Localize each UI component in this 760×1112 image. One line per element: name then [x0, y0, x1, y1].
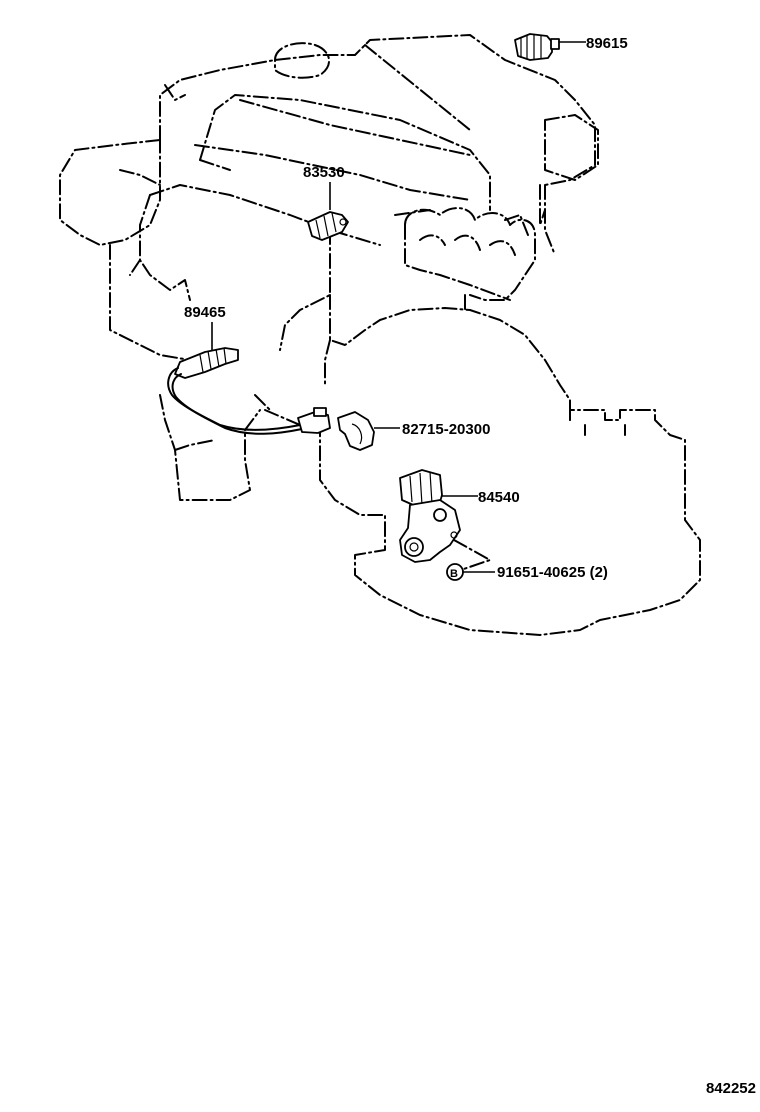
sensor-89615-icon [514, 33, 560, 61]
part-label-83530: 83530 [303, 164, 345, 181]
part-label-89465: 89465 [184, 304, 226, 321]
neutral-start-switch-84540-icon [399, 469, 491, 573]
part-label-84540: 84540 [478, 489, 520, 506]
oil-pressure-switch-83530-icon [307, 211, 349, 241]
part-label-91651-40625: 91651-40625 (2) [497, 564, 608, 581]
engine-block-outline [59, 34, 701, 636]
part-label-89615: 89615 [586, 35, 628, 52]
bolt-marker-icon: B [446, 563, 464, 581]
oxygen-sensor-89465-icon [167, 347, 303, 435]
clamp-82715-icon [337, 411, 375, 451]
sensor-connector-icon [297, 407, 331, 434]
part-label-82715-20300: 82715-20300 [402, 421, 490, 438]
svg-text:B: B [450, 568, 458, 580]
illustration-code: 842252 [706, 1080, 756, 1097]
